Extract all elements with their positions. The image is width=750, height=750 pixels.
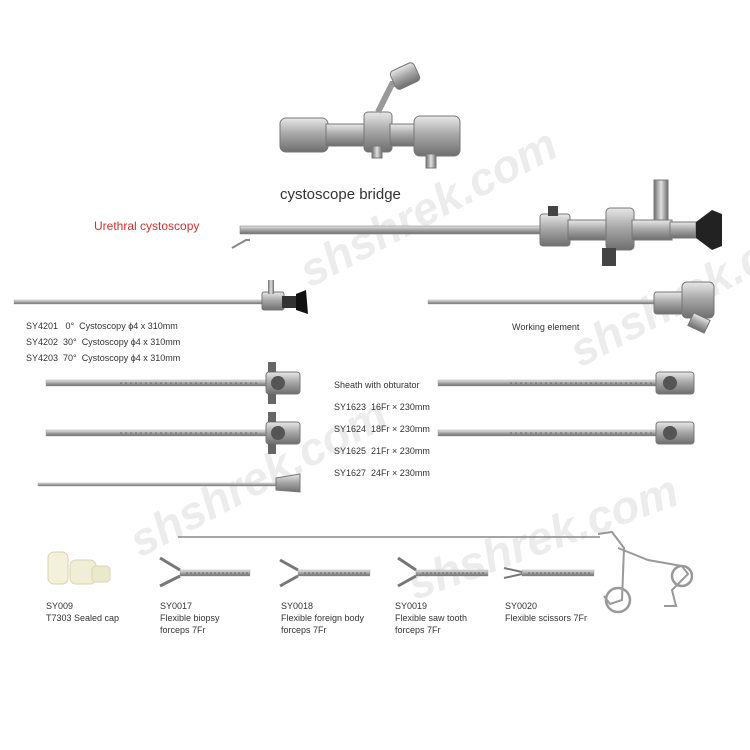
accessory-line1: Flexible saw tooth: [395, 613, 468, 623]
sheath-size: 24Fr × 230mm: [371, 468, 430, 478]
accessory-code: SY0017: [160, 601, 193, 611]
working-element-image: [427, 281, 715, 334]
accessory-code: SY0018: [281, 601, 314, 611]
sheath-code: SY1623: [334, 402, 367, 412]
accessory-sealed-cap: SY009 T7303 Sealed cap: [46, 600, 119, 624]
sheath-size: 16Fr × 230mm: [371, 402, 430, 412]
accessory-line2: forceps 7Fr: [160, 625, 206, 635]
sheath-row-1: SY1623 16Fr × 230mm: [334, 401, 430, 413]
telescope-angle: 0°: [65, 321, 75, 331]
obturator-image: [37, 473, 301, 493]
telescope-code: SY4201: [26, 321, 59, 331]
telescope-image: [13, 280, 308, 314]
cystoscope-bridge-image: [279, 62, 461, 169]
sheath-left-1-image: [45, 362, 301, 404]
accessory-scissors: SY0020 Flexible scissors 7Fr: [505, 600, 587, 624]
telescope-row-3: SY4203 70° Cystoscopy ϕ4 x 310mm: [26, 352, 180, 364]
sheath-code: SY1627: [334, 468, 367, 478]
telescope-row-1: SY4201 0° Cystoscopy ϕ4 x 310mm: [26, 320, 178, 332]
sealed-cap-image: [47, 551, 111, 585]
bridge-title: cystoscope bridge: [280, 186, 401, 203]
accessory-line1: Flexible biopsy: [160, 613, 220, 623]
accessory-code: SY0019: [395, 601, 428, 611]
telescope-angle: 70°: [63, 353, 77, 363]
accessory-line1: T7303 Sealed cap: [46, 613, 120, 623]
telescope-angle: 30°: [63, 337, 77, 347]
urethral-cystoscopy-image: [231, 179, 722, 266]
sheath-right-2-image: [437, 421, 695, 445]
sheath-code: SY1625: [334, 446, 367, 456]
sheath-row-4: SY1627 24Fr × 230mm: [334, 467, 430, 479]
telescope-row-2: SY4202 30° Cystoscopy ϕ4 x 310mm: [26, 336, 180, 348]
sheath-size: 21Fr × 230mm: [371, 446, 430, 456]
accessory-code: SY009: [46, 601, 74, 611]
foreign-body-forceps-image: [279, 558, 371, 588]
accessory-line1: Flexible scissors 7Fr: [505, 613, 588, 623]
sheath-size: 18Fr × 230mm: [371, 424, 430, 434]
accessory-biopsy-forceps: SY0017 Flexible biopsy forceps 7Fr: [160, 600, 220, 636]
working-element-label: Working element: [512, 322, 580, 332]
telescope-code: SY4202: [26, 337, 59, 347]
sheath-code: SY1624: [334, 424, 367, 434]
sheath-title: Sheath with obturator: [334, 380, 420, 390]
saw-tooth-forceps-image: [397, 556, 489, 588]
biopsy-forceps-image: [159, 556, 251, 588]
accessory-foreign-body-forceps: SY0018 Flexible foreign body forceps 7Fr: [281, 600, 364, 636]
sheath-left-2-image: [45, 412, 301, 454]
urethral-title: Urethral cystoscopy: [94, 219, 200, 233]
sheath-row-3: SY1625 21Fr × 230mm: [334, 445, 430, 457]
telescope-desc: Cystoscopy ϕ4 x 310mm: [81, 337, 181, 347]
telescope-desc: Cystoscopy ϕ4 x 310mm: [79, 321, 178, 331]
telescope-desc: Cystoscopy ϕ4 x 310mm: [81, 353, 181, 363]
sheath-row-2: SY1624 18Fr × 230mm: [334, 423, 430, 435]
sheath-right-1-image: [437, 371, 695, 395]
accessory-saw-tooth-forceps: SY0019 Flexible saw tooth forceps 7Fr: [395, 600, 467, 636]
accessory-line1: Flexible foreign body: [281, 613, 365, 623]
accessory-line2: forceps 7Fr: [395, 625, 441, 635]
accessory-line2: forceps 7Fr: [281, 625, 327, 635]
scissors-image: [503, 567, 595, 579]
long-forceps-image: [178, 530, 694, 614]
accessory-code: SY0020: [505, 601, 538, 611]
telescope-code: SY4203: [26, 353, 59, 363]
